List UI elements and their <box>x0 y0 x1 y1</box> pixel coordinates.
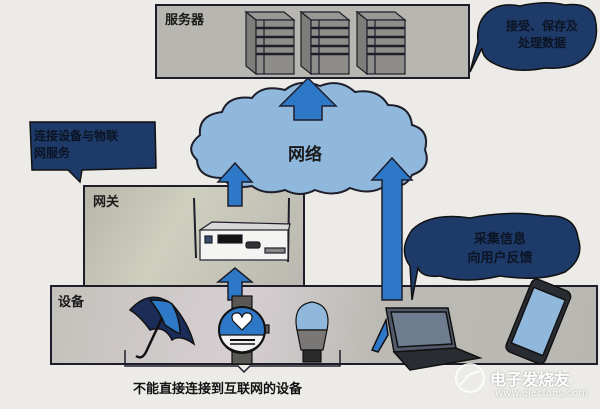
servers-bubble-text: 接受、保存及 处理数据 <box>492 18 592 52</box>
gateway-bubble-text: 连接设备与物联 网服务 <box>34 128 154 162</box>
servers-label: 服务器 <box>165 13 205 28</box>
servers-bubble-line1: 接受、保存及 <box>505 19 578 33</box>
smartwatch-icon <box>218 295 270 365</box>
watermark-name: 电子发烧友 <box>490 370 571 389</box>
servers-speech-bubble <box>469 2 598 73</box>
light-bulb-icon <box>295 301 329 363</box>
indirect-devices-caption: 不能直接连接到互联网的设备 <box>133 382 303 397</box>
watermark-logo-icon <box>455 363 485 393</box>
devices-bubble-line1: 采集信息 <box>473 232 526 247</box>
gateway-bubble-line1: 连接设备与物联 <box>34 129 119 143</box>
devices-label: 设备 <box>58 295 85 310</box>
arrow-up-icon <box>215 76 414 301</box>
server-icon <box>244 10 407 76</box>
indirect-devices-bracket <box>124 350 341 374</box>
laptop-icon <box>370 307 483 371</box>
gateway-router-icon <box>193 197 291 263</box>
umbrella-icon <box>128 296 196 359</box>
gateway-label: 网关 <box>93 195 120 210</box>
gateway-bubble-line2: 网服务 <box>34 146 71 160</box>
network-label: 网络 <box>288 145 322 165</box>
devices-speech-bubble <box>403 212 581 301</box>
gateway-speech-bubble <box>29 121 157 184</box>
watermark-url: www.elecfans.com <box>495 388 589 399</box>
devices-bubble-text: 采集信息 向用户反馈 <box>425 230 575 268</box>
smartphone-icon <box>505 278 572 365</box>
servers-bubble-line2: 处理数据 <box>517 36 566 50</box>
devices-bubble-line2: 向用户反馈 <box>467 251 533 266</box>
network-cloud <box>190 81 428 195</box>
